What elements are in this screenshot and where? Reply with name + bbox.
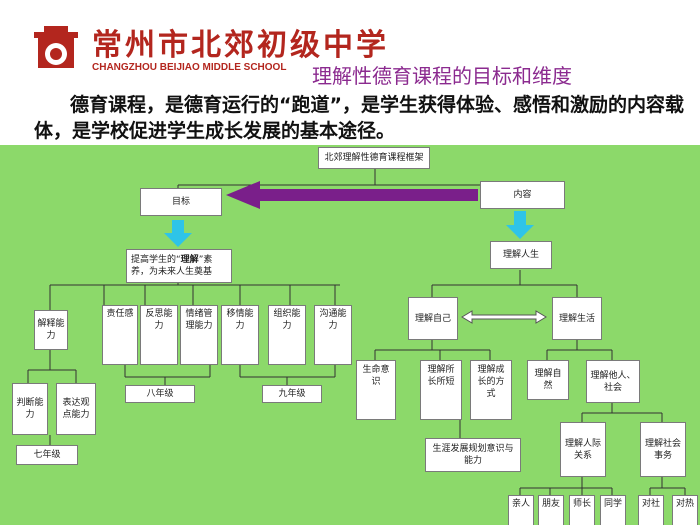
ability-emotion-management: 情绪管理能力 xyxy=(180,305,218,365)
understand-living-box: 理解生活 xyxy=(552,297,602,340)
relation-family: 亲人 xyxy=(508,495,534,525)
school-name-cn: 常州市北郊初级中学 xyxy=(92,28,389,63)
ability-organization: 组织能力 xyxy=(268,305,306,365)
diagram-connectors xyxy=(27,167,686,495)
career-planning-box: 生涯发展规划意识与能力 xyxy=(425,438,521,472)
content-box: 内容 xyxy=(480,181,565,209)
self-strengths: 理解所长所短 xyxy=(420,360,462,420)
grade9-box: 九年级 xyxy=(262,385,322,403)
ability-responsibility: 责任感 xyxy=(102,305,138,365)
understand-self-box: 理解自己 xyxy=(408,297,458,340)
relation-friends: 朋友 xyxy=(538,495,564,525)
arrow-content-down xyxy=(506,211,534,239)
understand-life-box: 理解人生 xyxy=(490,241,552,269)
self-life-awareness: 生命意识 xyxy=(356,360,396,420)
ability-judgment: 判断能力 xyxy=(12,383,48,435)
relation-classmates: 同学 xyxy=(600,495,626,525)
slide-title: 理解性德育课程的目标和维度 xyxy=(312,64,572,88)
arrow-content-to-goal xyxy=(226,181,478,209)
slide-header: 常州市北郊初级中学 CHANGZHOU BEIJIAO MIDDLE SCHOO… xyxy=(0,0,700,145)
social-relations: 理解人际关系 xyxy=(560,422,606,477)
ability-empathy: 移情能力 xyxy=(221,305,259,365)
goal-description-box: 提高学生的“理解”素养，为未来人生奠基 xyxy=(126,249,232,283)
ability-communication: 沟通能力 xyxy=(314,305,352,365)
ability-expression: 表达观点能力 xyxy=(56,383,96,435)
self-growth: 理解成长的方式 xyxy=(470,360,512,420)
framework-root-box: 北郊理解性德育课程框架 xyxy=(318,147,430,169)
living-nature: 理解自然 xyxy=(527,360,569,400)
school-logo-icon xyxy=(34,26,78,68)
living-others-society: 理解他人、社会 xyxy=(586,360,640,403)
arrow-self-living xyxy=(461,310,547,324)
social-affairs: 理解社会事务 xyxy=(640,422,686,477)
arrow-goal-down xyxy=(164,220,192,247)
affair-hotspots: 对热 xyxy=(672,495,698,525)
goal-box: 目标 xyxy=(140,188,222,216)
grade8-box: 八年级 xyxy=(125,385,195,403)
school-name-en: CHANGZHOU BEIJIAO MIDDLE SCHOOL xyxy=(92,62,287,73)
grade7-box: 七年级 xyxy=(16,445,78,465)
ability-reflection: 反思能力 xyxy=(140,305,178,365)
intro-paragraph: 德育课程，是德育运行的“跑道”，是学生获得体验、感悟和激励的内容载体，是学校促进… xyxy=(34,92,684,144)
affair-society: 对社 xyxy=(638,495,664,525)
ability-explain: 解释能力 xyxy=(34,310,68,350)
goal-description-emphasis: 理解 xyxy=(180,255,199,265)
intro-text: 德育课程，是德育运行的“跑道”，是学生获得体验、感悟和激励的内容载体，是学校促进… xyxy=(34,94,684,142)
framework-diagram: 北郊理解性德育课程框架 目标 内容 提高学生的“理解”素养，为未来人生奠基 解释… xyxy=(0,145,700,525)
relation-teachers: 师长 xyxy=(569,495,595,525)
